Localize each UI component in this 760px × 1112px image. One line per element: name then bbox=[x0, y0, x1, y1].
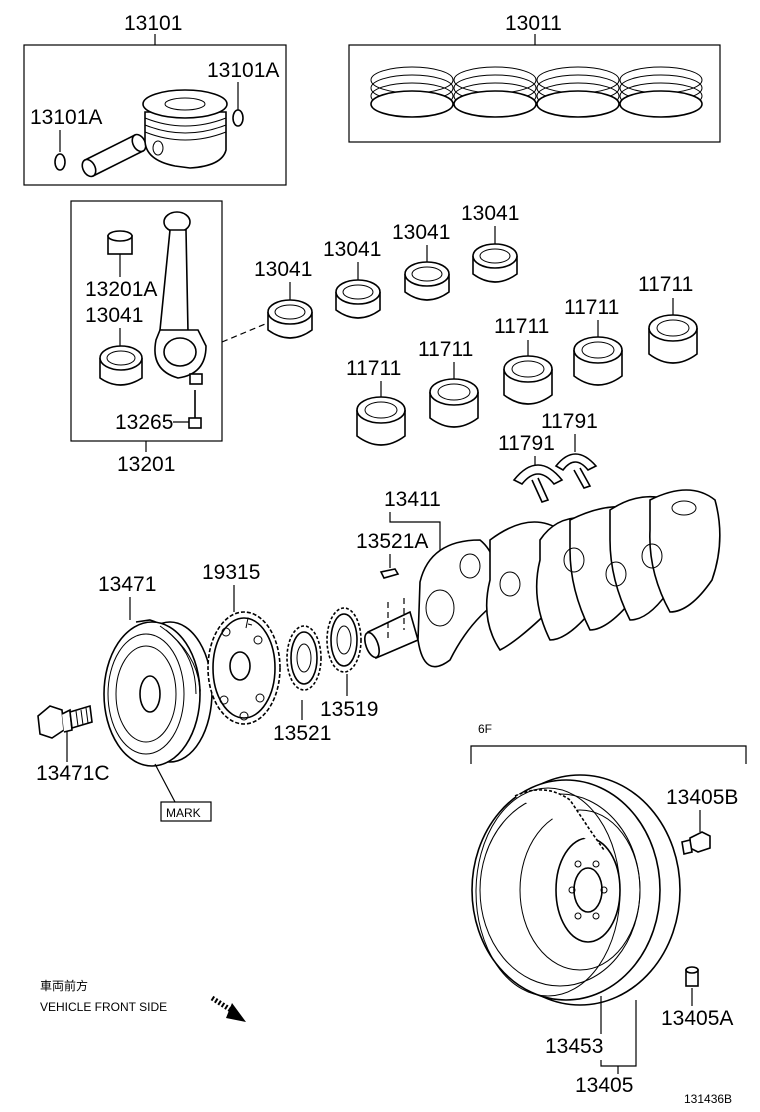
snap-ring-right-label[interactable]: 13101A bbox=[207, 59, 279, 82]
conrod-assy-label[interactable]: 13201 bbox=[117, 453, 175, 476]
front-en-note: VEHICLE FRONT SIDE bbox=[40, 1000, 167, 1014]
conrod-icon bbox=[154, 211, 207, 385]
pulley-bolt-icon bbox=[37, 704, 93, 739]
flywheel-assy-label[interactable]: 13405 bbox=[575, 1074, 633, 1097]
conrod-bushing-label[interactable]: 13201A bbox=[85, 278, 157, 301]
piston-rings-icon bbox=[370, 66, 703, 118]
signal-plate-icon bbox=[207, 611, 281, 725]
thrust-washer-2-label[interactable]: 11791 bbox=[541, 410, 598, 433]
thrust-washer-1-label[interactable]: 11791 bbox=[498, 432, 555, 455]
flywheel-bolt-icon bbox=[681, 831, 711, 855]
transmission-code-note: 6F bbox=[478, 722, 492, 736]
flywheel-bracket bbox=[470, 745, 747, 764]
main-bearing-1-label[interactable]: 11711 bbox=[346, 357, 401, 380]
piston-icon bbox=[142, 89, 228, 169]
flywheel-bolt-label[interactable]: 13405B bbox=[666, 786, 738, 809]
mark-note: MARK bbox=[166, 806, 201, 820]
conrod-bearing-box-label[interactable]: 13041 bbox=[85, 304, 143, 327]
main-bearing-1-icon bbox=[356, 396, 406, 446]
flywheel-assy-leader bbox=[600, 1000, 637, 1067]
conrod-bearing-2-label[interactable]: 13041 bbox=[323, 238, 381, 261]
snap-ring-left-label[interactable]: 13101A bbox=[30, 106, 102, 129]
main-bearing-3-label[interactable]: 11711 bbox=[494, 315, 549, 338]
conrod-dash-line bbox=[221, 321, 271, 343]
pulley-bolt-label[interactable]: 13471C bbox=[36, 762, 110, 785]
flywheel-pin-label[interactable]: 13405A bbox=[661, 1007, 733, 1030]
front-arrow-icon bbox=[210, 995, 246, 1022]
ring-gear-label[interactable]: 13453 bbox=[545, 1035, 603, 1058]
crank-key-icon bbox=[379, 568, 400, 579]
ring-set-label[interactable]: 13011 bbox=[505, 12, 562, 35]
signal-plate-label[interactable]: 19315 bbox=[202, 561, 260, 584]
main-bearing-5-label[interactable]: 11711 bbox=[638, 273, 693, 296]
snap-ring-right-icon bbox=[232, 109, 244, 127]
crank-gear-label[interactable]: 13521 bbox=[273, 722, 331, 745]
main-bearing-2-icon bbox=[429, 378, 479, 428]
main-bearing-2-label[interactable]: 11711 bbox=[418, 338, 473, 361]
conrod-bolt-icon bbox=[188, 390, 202, 429]
conrod-bushing-icon bbox=[107, 230, 133, 255]
main-bearing-4-icon bbox=[573, 336, 623, 386]
crank-gear-icon bbox=[286, 625, 322, 691]
crankshaft-icon bbox=[364, 489, 721, 668]
main-bearing-3-icon bbox=[503, 355, 553, 405]
crank-pulley-icon bbox=[103, 619, 213, 767]
main-bearing-4-label[interactable]: 11711 bbox=[564, 296, 619, 319]
conrod-bearing-4-label[interactable]: 13041 bbox=[461, 202, 519, 225]
flywheel-icon bbox=[471, 774, 681, 1006]
front-jp-note: 車両前方 bbox=[40, 978, 88, 993]
crank-pulley-label[interactable]: 13471 bbox=[98, 573, 156, 596]
flywheel-pin-icon bbox=[685, 966, 699, 987]
conrod-bearing-2-icon bbox=[335, 279, 381, 319]
thrust-washer-2-icon bbox=[554, 453, 598, 489]
conrod-bearing-box-icon bbox=[99, 345, 143, 386]
thrust-washer-1-icon bbox=[512, 464, 564, 503]
conrod-bearing-1-icon bbox=[267, 299, 313, 339]
mark-box bbox=[160, 801, 212, 822]
conrod-bearing-1-label[interactable]: 13041 bbox=[254, 258, 312, 281]
conrod-bearing-4-icon bbox=[472, 243, 518, 283]
drawing-number: 131436B bbox=[684, 1092, 732, 1106]
snap-ring-left-icon bbox=[54, 153, 66, 171]
piston-pin-icon bbox=[81, 133, 147, 178]
conrod-bearing-3-label[interactable]: 13041 bbox=[392, 221, 450, 244]
crank-sprocket-label[interactable]: 13519 bbox=[320, 698, 378, 721]
crankshaft-leader bbox=[389, 512, 441, 560]
piston-set-label[interactable]: 13101 bbox=[124, 12, 182, 35]
mark-leader bbox=[154, 763, 176, 803]
crank-sprocket-icon bbox=[326, 607, 362, 673]
conrod-bolt-label[interactable]: 13265 bbox=[115, 411, 173, 434]
ring-gear-icon bbox=[475, 787, 621, 997]
main-bearing-5-icon bbox=[648, 314, 698, 364]
conrod-bearing-3-icon bbox=[404, 261, 450, 301]
crank-key-label[interactable]: 13521A bbox=[356, 530, 428, 553]
crankshaft-label[interactable]: 13411 bbox=[384, 488, 441, 511]
